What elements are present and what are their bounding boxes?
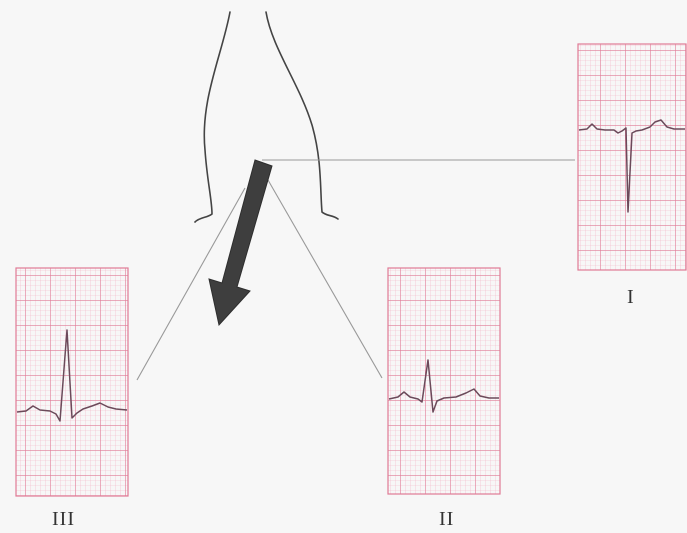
projection-line-lead-II bbox=[268, 180, 382, 378]
lead-label-II: II bbox=[439, 508, 454, 531]
ecg-strip-lead-II bbox=[388, 268, 500, 494]
lead-label-I: I bbox=[627, 286, 635, 309]
torso-right-edge bbox=[266, 12, 338, 219]
ecg-strip-lead-III bbox=[16, 268, 128, 496]
torso-outline-icon bbox=[195, 12, 338, 222]
torso-left-edge bbox=[195, 12, 230, 222]
lead-label-III: III bbox=[52, 508, 75, 531]
cardiac-axis-arrow-icon bbox=[209, 160, 272, 325]
ecg-strip-lead-I bbox=[578, 44, 686, 270]
ecg-grid-lead-II bbox=[388, 268, 500, 494]
ecg-grid-lead-I bbox=[578, 44, 686, 270]
ecg-grid-lead-III bbox=[16, 268, 128, 496]
projection-lines bbox=[137, 160, 575, 380]
